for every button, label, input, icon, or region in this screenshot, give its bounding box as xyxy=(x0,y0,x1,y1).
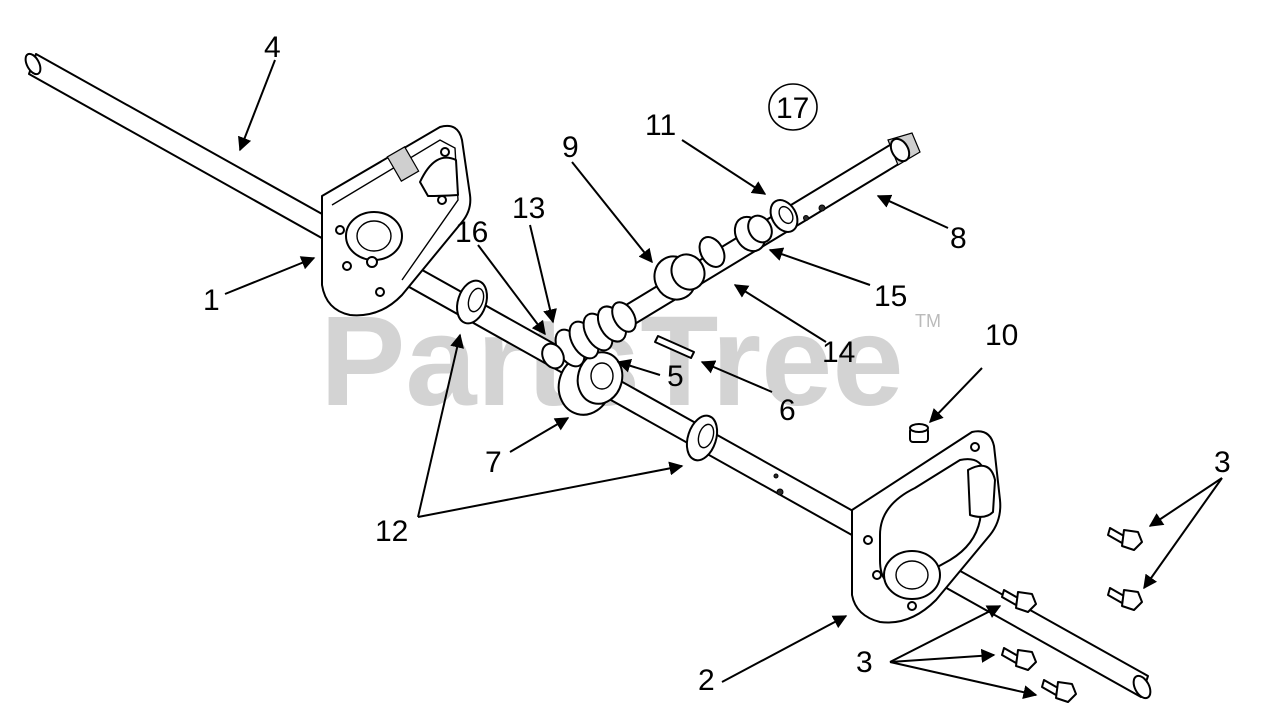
thrust-washer-left xyxy=(456,279,488,325)
callout-7: 7 xyxy=(485,446,502,479)
leader-lines xyxy=(224,59,1223,700)
callout-10: 10 xyxy=(985,319,1018,352)
left-housing xyxy=(321,124,472,317)
watermark-trademark: TM xyxy=(915,311,941,331)
callout-12: 12 xyxy=(375,515,408,548)
ring-11 xyxy=(769,199,799,233)
callout-17: 17 xyxy=(776,92,809,125)
callout-6: 6 xyxy=(779,394,796,427)
bolt-3 xyxy=(1001,589,1037,613)
thrust-washer-right xyxy=(685,414,719,462)
callout-5: 5 xyxy=(667,360,684,393)
callout-16: 16 xyxy=(455,216,488,249)
callout-3-bottom: 3 xyxy=(856,646,873,679)
bolt-5 xyxy=(1041,679,1077,703)
spacer-14 xyxy=(698,236,726,268)
bolt-2 xyxy=(1107,587,1143,611)
worm-thread xyxy=(541,301,637,370)
callout-3-right: 3 xyxy=(1214,446,1231,479)
callout-8: 8 xyxy=(950,222,967,255)
callout-labels: 4 1 2 3 3 5 6 7 8 9 10 11 12 13 14 15 16… xyxy=(203,31,1231,697)
bolt-4 xyxy=(1001,647,1037,671)
callout-2: 2 xyxy=(698,664,715,697)
bolt-1 xyxy=(1107,527,1143,551)
callout-15: 15 xyxy=(874,280,907,313)
callout-17-circle xyxy=(768,83,818,131)
bearing-15 xyxy=(733,214,773,253)
callout-4: 4 xyxy=(264,31,281,64)
roll-pin xyxy=(654,335,695,359)
callout-11: 11 xyxy=(645,109,676,142)
plug xyxy=(909,423,929,443)
callout-14: 14 xyxy=(822,336,855,369)
callout-1: 1 xyxy=(203,284,220,317)
callout-13: 13 xyxy=(512,192,545,225)
bearing-9 xyxy=(653,253,706,301)
right-housing xyxy=(851,430,1002,624)
callout-9: 9 xyxy=(562,131,579,164)
